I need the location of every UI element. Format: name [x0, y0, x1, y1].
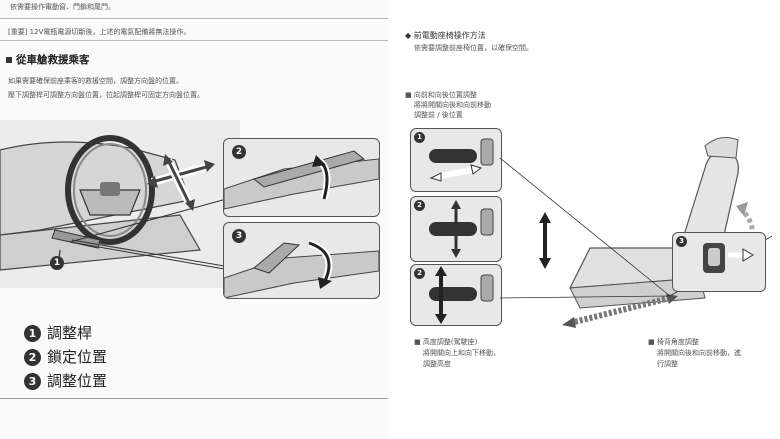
left-page: 依需要操作電動窗、門鎖和尾門。 [重要] 12V電瓶電源切斷後，上述的電氣配備將…	[0, 0, 389, 439]
important-note: [重要] 12V電瓶電源切斷後，上述的電氣配備將無法操作。	[8, 28, 191, 36]
steering-wheel-illustration	[0, 120, 389, 298]
section-title: ◆ 前電動座椅操作方法	[405, 31, 486, 40]
right-page: ◆ 前電動座椅操作方法 依需要調整前座椅位置，以確保空間。 ■ 向前和向後位置調…	[390, 0, 780, 439]
panel-badge: 2	[414, 200, 425, 211]
bullet-square-icon	[6, 57, 12, 63]
bullet-square-icon: ■	[648, 338, 655, 346]
slide-switch-panel: 1	[410, 128, 502, 192]
caption-line: 行調整	[657, 360, 678, 368]
caption-line: ■ 向前和向後位置調整	[405, 91, 477, 99]
diamond-bullet-icon: ◆	[405, 31, 412, 40]
lever-locked-illustration	[224, 150, 379, 210]
panel-badge: 1	[414, 132, 425, 143]
caption-line: ■ 椅背角度調整	[648, 338, 699, 346]
divider	[0, 40, 388, 41]
caption-line: 調整前 / 後位置	[414, 111, 463, 119]
lever-unlocked-illustration	[224, 239, 379, 298]
description-line: 壓下調整桿可調整方向盤位置，拉起調整桿可固定方向盤位置。	[8, 91, 204, 99]
panel-badge: 2	[232, 145, 246, 159]
caption-line: 將開關向後和向前移動，進	[657, 349, 741, 357]
top-note: 依需要操作電動窗、門鎖和尾門。	[10, 3, 115, 11]
panel-badge: 3	[232, 229, 246, 243]
slide-switch-panel: 2	[410, 264, 502, 326]
section-title: 從車艙救援乘客	[6, 52, 90, 67]
divider	[0, 18, 388, 19]
callout-badge: 1	[50, 256, 64, 270]
caption-line: 將將開關向後和向前移動	[414, 101, 491, 109]
height-switch-illustration	[429, 266, 494, 324]
height-switch-illustration	[429, 200, 494, 258]
bullet-square-icon: ■	[414, 338, 421, 346]
slide-switch-illustration	[429, 138, 494, 182]
lock-position-panel: 2	[223, 138, 380, 217]
recline-switch-panel: 3	[672, 232, 766, 292]
slide-switch-panel: 2	[410, 196, 502, 262]
adjust-position-panel: 3	[223, 222, 380, 299]
caption-line: ■ 高度調整(駕駛座)	[414, 338, 478, 346]
panel-badge: 2	[414, 268, 425, 279]
recline-switch-illustration	[703, 243, 754, 273]
description-line: 如果需要確保前座乘客的救援空間，調整方向盤的位置。	[8, 77, 183, 85]
section-subtitle: 依需要調整前座椅位置，以確保空間。	[414, 44, 533, 52]
bullet-square-icon: ■	[405, 91, 412, 99]
panel-badge: 3	[676, 236, 687, 247]
divider	[0, 398, 388, 399]
caption-line: 將開關向上和向下移動，	[423, 349, 500, 357]
caption-line: 調整高度	[423, 360, 451, 368]
